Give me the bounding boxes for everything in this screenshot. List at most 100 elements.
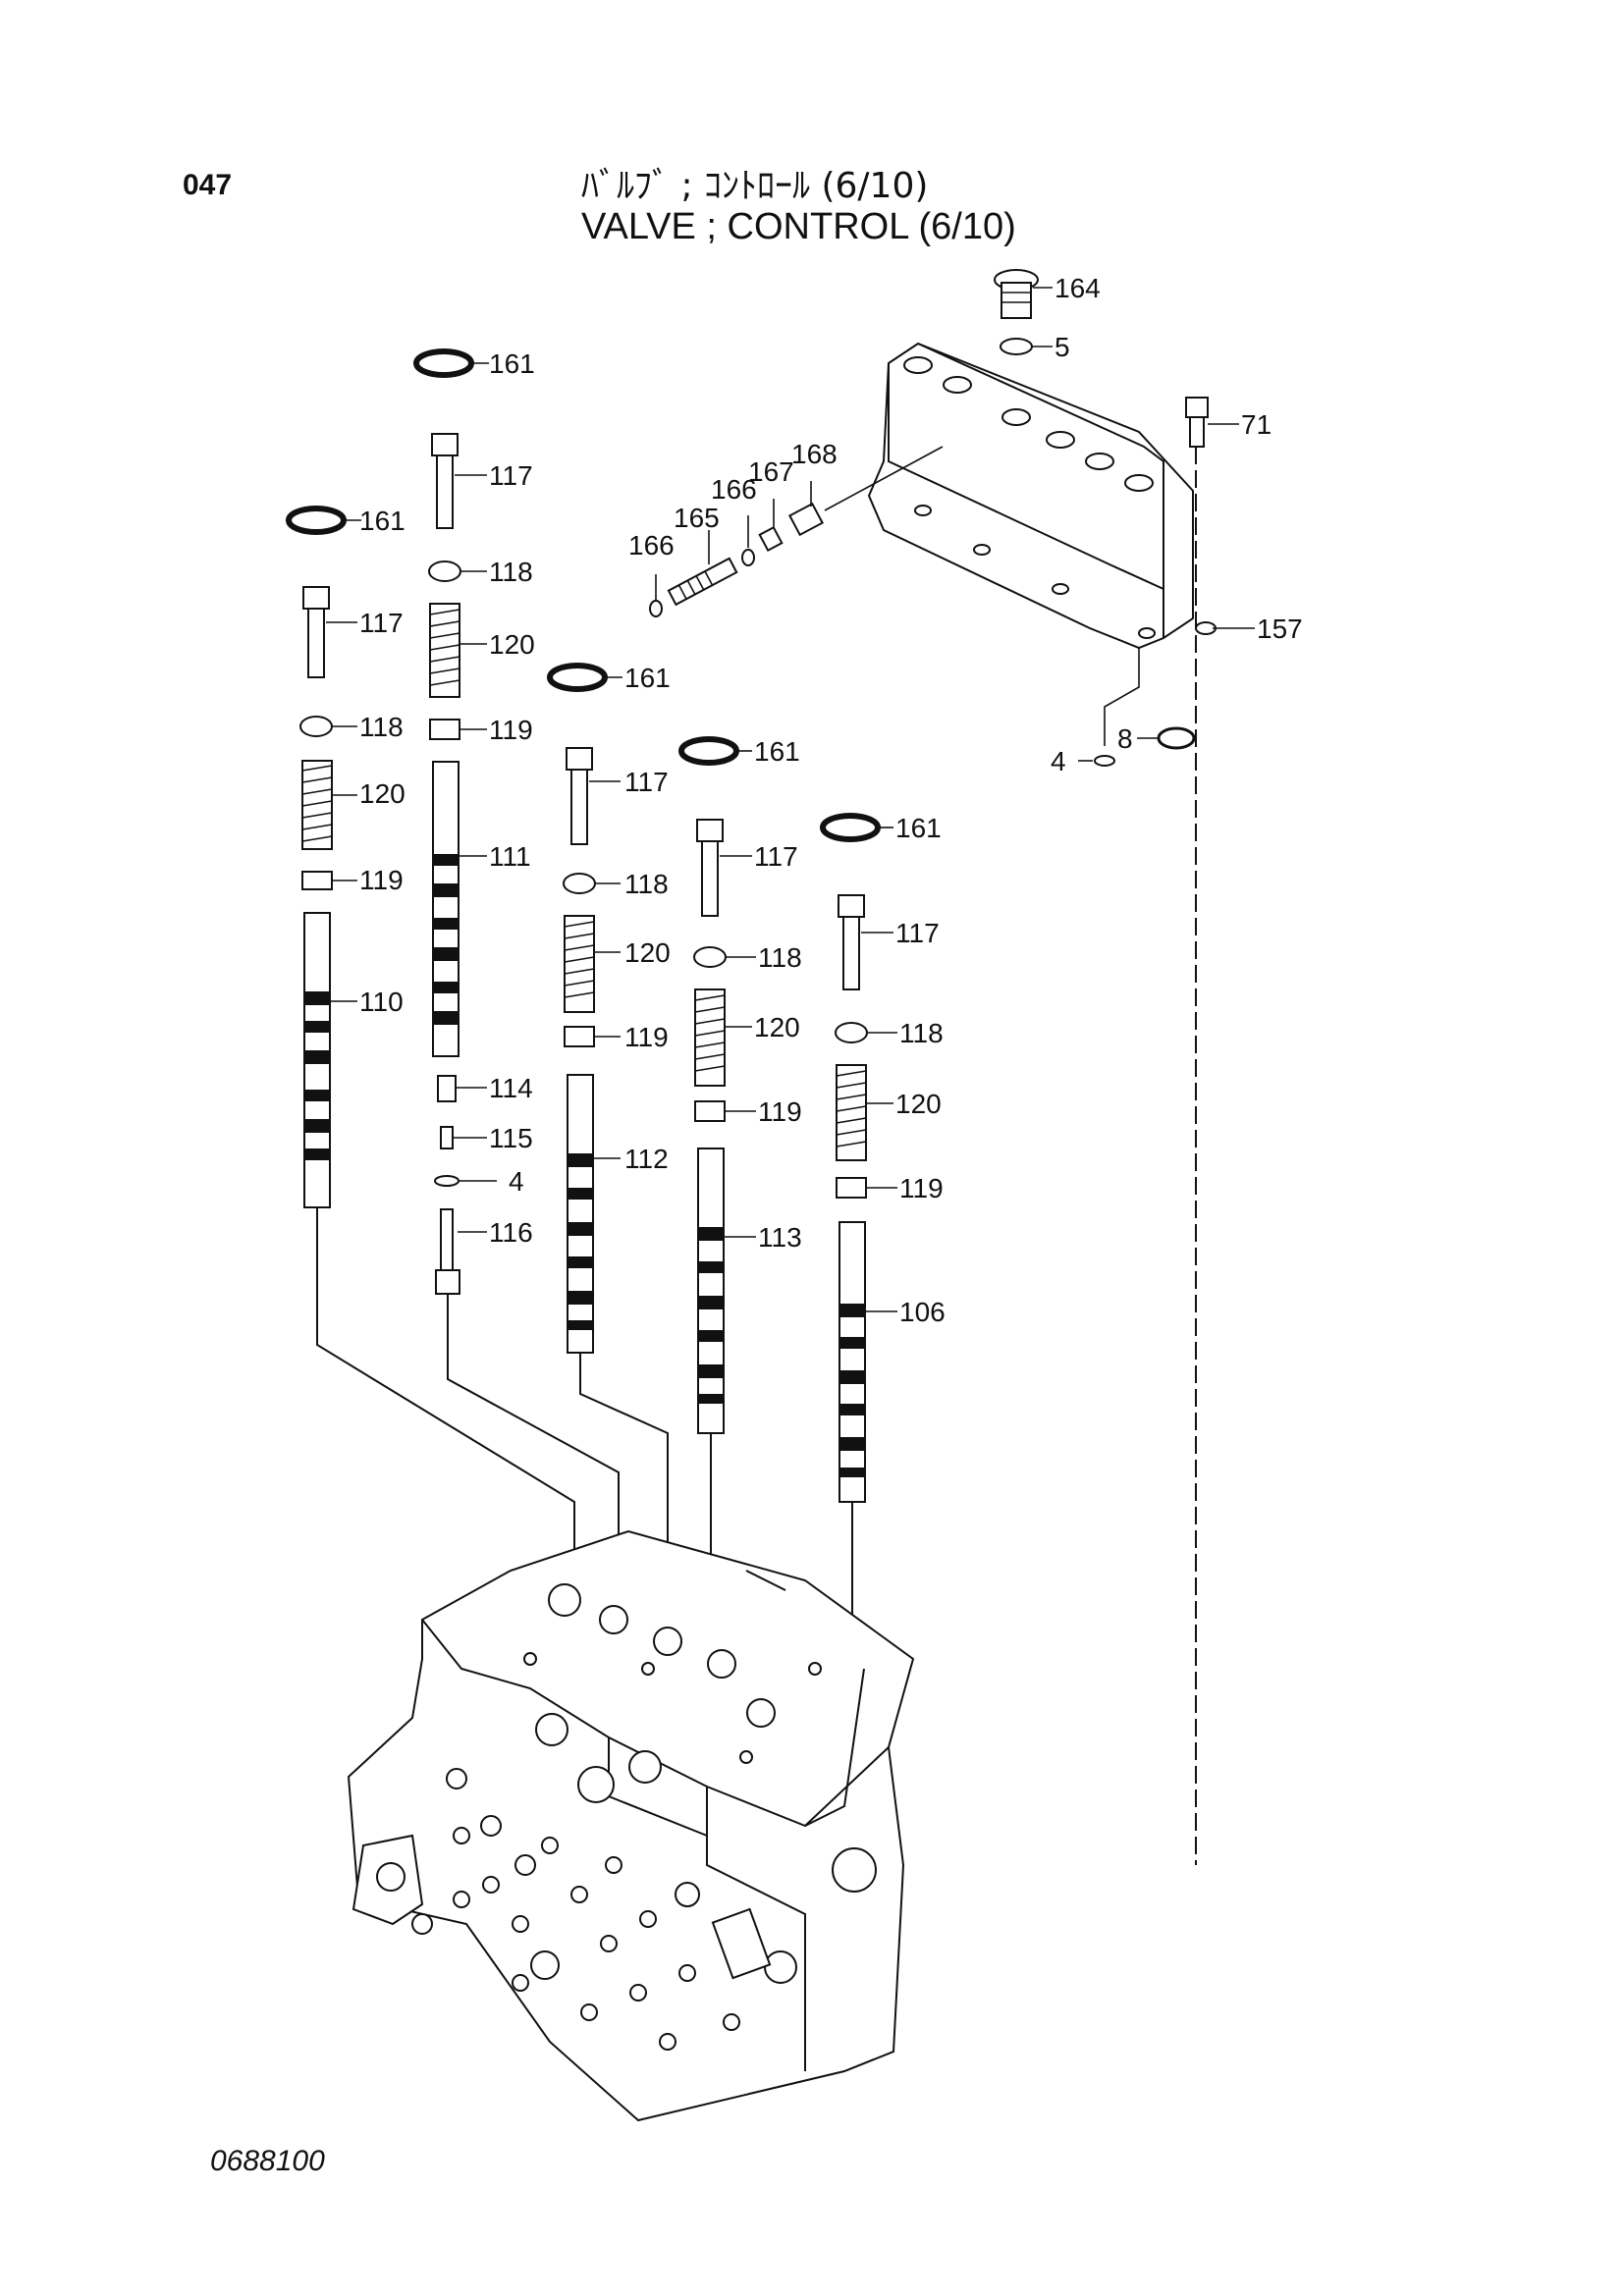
plug-117 xyxy=(307,608,325,678)
callout-115: 115 xyxy=(489,1123,533,1153)
drawing-code: 0688100 xyxy=(210,2145,325,2177)
title-english: VALVE ; CONTROL (6/10) xyxy=(581,206,1016,247)
plug-head-117 xyxy=(431,433,459,456)
cap-168 xyxy=(788,502,824,537)
seat-119 xyxy=(301,871,333,890)
spring-120 xyxy=(564,915,595,1013)
callout-168: 168 xyxy=(791,439,838,469)
spool-assembly-110: 161 117 118 120 119 110 xyxy=(286,506,575,1600)
callout-114: 114 xyxy=(489,1073,533,1103)
callout-117: 117 xyxy=(754,841,798,872)
plug-117 xyxy=(701,840,719,917)
callout-120: 120 xyxy=(624,937,671,968)
plug-117 xyxy=(842,916,860,990)
callout-167: 167 xyxy=(748,456,794,487)
spool-assembly-112: 161 117 118 120 119 112 xyxy=(547,663,671,1600)
callout-118: 118 xyxy=(489,557,533,587)
o-ring-4 xyxy=(1094,755,1115,767)
seat-119 xyxy=(694,1100,726,1122)
callout-118: 118 xyxy=(758,942,802,973)
o-ring-161 xyxy=(547,663,608,692)
seat-118 xyxy=(835,1022,868,1043)
plug-117 xyxy=(436,454,454,529)
seat-118 xyxy=(563,873,596,894)
plug-165 xyxy=(667,557,738,607)
plug-164 xyxy=(994,269,1039,319)
callout-161: 161 xyxy=(754,736,800,767)
spring-120 xyxy=(836,1064,867,1161)
callout-157: 157 xyxy=(1257,614,1303,644)
callout-117: 117 xyxy=(489,460,533,491)
cover-157 xyxy=(867,342,1217,650)
callout-120: 120 xyxy=(489,629,535,660)
seat-118 xyxy=(428,561,461,582)
seat-118 xyxy=(693,946,727,968)
plug-head-117 xyxy=(838,894,865,918)
callout-119: 119 xyxy=(624,1022,669,1052)
callout-166: 166 xyxy=(711,474,757,505)
spring-115 xyxy=(440,1126,454,1149)
spring-120 xyxy=(429,603,460,698)
callout-118: 118 xyxy=(899,1018,944,1048)
leader-line-112 xyxy=(579,1353,669,1600)
o-ring-166 xyxy=(649,600,663,617)
callout-112: 112 xyxy=(624,1144,669,1174)
callout-119: 119 xyxy=(489,715,533,745)
plug-117 xyxy=(570,769,588,845)
cover-assembly-157: 164 5 71 157 8 4 xyxy=(867,269,1303,1865)
plug-head-117 xyxy=(696,819,724,842)
callout-117: 117 xyxy=(359,608,404,638)
callout-161: 161 xyxy=(359,506,406,536)
callout-117: 117 xyxy=(624,767,669,797)
o-ring-161 xyxy=(286,506,347,535)
o-ring-4 xyxy=(434,1175,460,1187)
o-ring-5 xyxy=(1000,338,1033,355)
callout-110: 110 xyxy=(359,987,404,1017)
callout-5: 5 xyxy=(1055,332,1070,362)
bolt-71 xyxy=(1185,397,1209,448)
plug-head-117 xyxy=(302,586,330,610)
callout-120: 120 xyxy=(359,778,406,809)
callout-113: 113 xyxy=(758,1222,802,1253)
callout-71: 71 xyxy=(1241,409,1271,440)
spool-110 xyxy=(303,912,331,1208)
control-valve-body xyxy=(347,1529,915,2122)
seat-118 xyxy=(299,716,333,737)
nut-167 xyxy=(758,525,784,553)
callout-120: 120 xyxy=(754,1012,800,1042)
spool-assembly-106: 161 117 118 120 119 106 xyxy=(820,813,946,1644)
callout-106: 106 xyxy=(899,1297,946,1327)
o-ring-161 xyxy=(820,813,881,842)
o-ring-8 xyxy=(1157,726,1196,750)
plug-head-117 xyxy=(566,747,593,771)
relief-valve-parts: 166 165 166 167 168 xyxy=(628,439,944,617)
o-ring-161 xyxy=(413,348,474,378)
spool-106 xyxy=(839,1221,866,1503)
o-ring-161 xyxy=(678,736,739,766)
callout-161: 161 xyxy=(624,663,671,693)
callout-161: 161 xyxy=(895,813,942,843)
title-japanese: ﾊﾞﾙﾌﾞ ; ｺﾝﾄﾛｰﾙ (6/10) xyxy=(581,166,929,206)
callout-119: 119 xyxy=(758,1096,802,1127)
callout-118: 118 xyxy=(359,712,404,742)
callout-8: 8 xyxy=(1117,723,1133,754)
callout-117: 117 xyxy=(895,918,940,948)
seat-119 xyxy=(836,1177,867,1199)
seat-119 xyxy=(564,1026,595,1047)
callout-166: 166 xyxy=(628,530,675,561)
plug-116 xyxy=(435,1208,460,1295)
o-ring-166 xyxy=(741,549,755,566)
spool-assembly-113: 161 117 118 120 119 113 xyxy=(678,736,802,1639)
spring-120 xyxy=(694,988,726,1087)
piston-114 xyxy=(437,1075,457,1102)
callout-119: 119 xyxy=(359,865,404,895)
callout-164: 164 xyxy=(1055,273,1101,303)
spring-120 xyxy=(301,760,333,850)
callout-111: 111 xyxy=(489,841,531,872)
callout-116: 116 xyxy=(489,1217,533,1248)
spool-112 xyxy=(567,1074,594,1354)
spool-113 xyxy=(697,1148,725,1434)
callout-165: 165 xyxy=(674,503,720,533)
callout-4: 4 xyxy=(509,1166,524,1197)
